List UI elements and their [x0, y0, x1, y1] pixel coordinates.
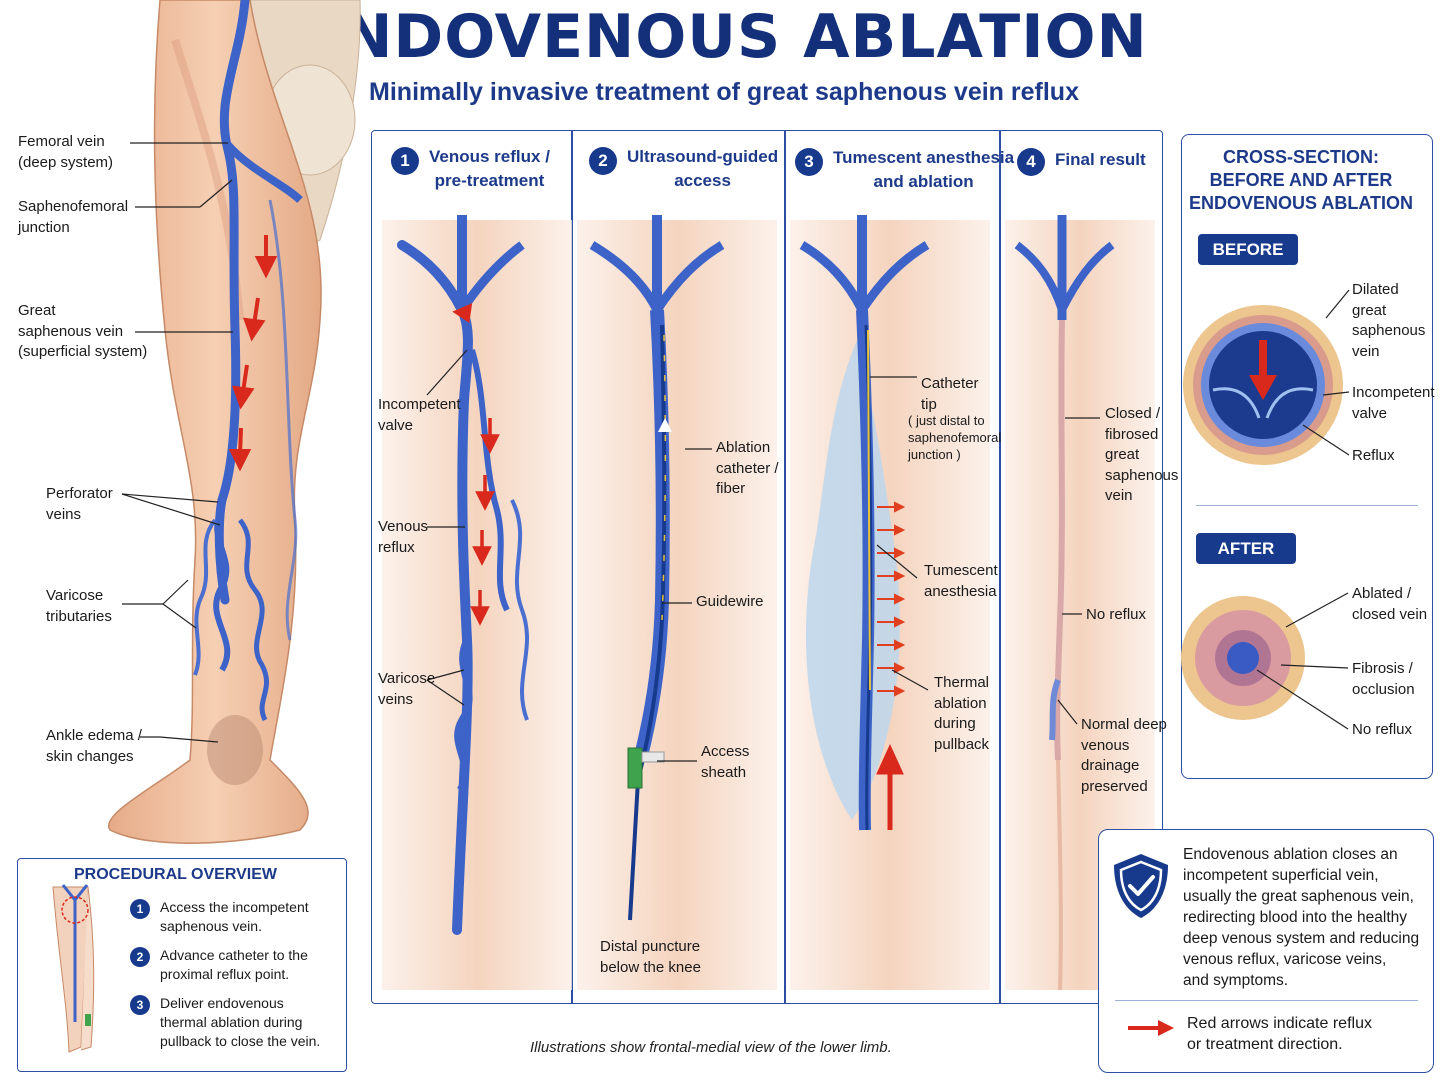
step-3-number: 3	[795, 148, 823, 176]
step-1-number: 1	[391, 147, 419, 175]
info-text: Endovenous ablation closes an incompeten…	[1183, 846, 1420, 989]
cross-section-separator	[1196, 505, 1418, 506]
step-3-header: 3 Tumescent anesthesia and ablation	[795, 146, 1014, 194]
overview-item-2-number: 2	[130, 947, 150, 967]
step-2-number: 2	[589, 147, 617, 175]
p1-label-varicose: Varicose veins	[378, 670, 436, 708]
cross-section-illustration	[1181, 289, 1350, 730]
label-ankle-edema: Ankle edema / skin changes	[46, 727, 142, 765]
overview-item-1-text: Access the incompetent saphenous vein.	[160, 899, 309, 934]
overview-item-2: 2 Advance catheter to the proximal reflu…	[130, 946, 308, 984]
p4-label-normal: Normal deep venous drainage preserved	[1081, 716, 1167, 795]
panel1-veins	[397, 215, 529, 935]
label-perforator-veins: Perforator veins	[46, 485, 113, 523]
p2-label-guidewire: Guidewire	[696, 593, 764, 610]
page-title: ENDOVENOUS ABLATION	[300, 2, 1148, 72]
p1-label-reflux: Venous reflux	[378, 518, 429, 556]
panel4-veins	[1014, 215, 1115, 991]
cs-label-noreflux: No reflux	[1352, 721, 1413, 738]
leg-illustration	[107, 0, 361, 844]
cs-label-reflux: Reflux	[1352, 447, 1395, 464]
p4-label-noreflux: No reflux	[1086, 606, 1147, 623]
p3-label-tip-note: ( just distal to saphenofemoral junction…	[908, 413, 1002, 462]
step-1-title: Venous reflux / pre-treatment	[429, 147, 550, 190]
overview-item-3-text: Deliver endovenous thermal ablation duri…	[160, 995, 321, 1049]
overview-item-1: 1 Access the incompetent saphenous vein.	[130, 898, 309, 936]
step-4-header: 4 Final result	[1017, 146, 1146, 176]
red-arrow-icon	[1128, 1020, 1174, 1036]
overview-item-3: 3 Deliver endovenous thermal ablation du…	[130, 994, 320, 1051]
before-tag: BEFORE	[1198, 234, 1298, 265]
info-separator	[1115, 1000, 1418, 1001]
cross-section-title: CROSS-SECTION: BEFORE AND AFTER ENDOVENO…	[1188, 147, 1413, 213]
overview-title: PROCEDURAL OVERVIEW	[74, 866, 277, 883]
p2-label-catheter: Ablation catheter / fiber	[716, 439, 779, 497]
panel2-veins	[589, 215, 725, 921]
label-saphenofemoral-junction: Saphenofemoral junction	[18, 198, 129, 236]
overview-leg-icon	[52, 884, 95, 1053]
p3-label-tumescent: Tumescent anesthesia	[924, 562, 998, 600]
cs-label-dilated: Dilated great saphenous vein	[1352, 281, 1426, 360]
panel-divider	[999, 131, 1001, 1003]
label-femoral-vein: Femoral vein (deep system)	[18, 133, 114, 171]
cs-label-ablated: Ablated / closed vein	[1352, 585, 1428, 623]
label-great-saphenous-vein: Great saphenous vein (superficial system…	[18, 302, 148, 360]
p3-label-tip: Catheter tip	[921, 375, 979, 413]
panel-divider	[784, 131, 786, 1003]
step-2-header: 2 Ultrasound-guided access	[589, 145, 778, 193]
p2-label-puncture: Distal puncture below the knee	[600, 938, 701, 976]
after-tag: AFTER	[1196, 533, 1296, 564]
p2-label-sheath: Access sheath	[701, 743, 750, 781]
p1-label-valve: Incompetent valve	[378, 396, 461, 434]
overview-item-1-number: 1	[130, 899, 150, 919]
label-varicose-tributaries: Varicose tributaries	[46, 587, 112, 625]
step-4-number: 4	[1017, 148, 1045, 176]
cs-label-fibrosis: Fibrosis / occlusion	[1352, 660, 1415, 698]
step-illustrations	[382, 215, 1155, 991]
panel3-veins	[799, 215, 930, 831]
overview-item-3-number: 3	[130, 995, 150, 1015]
cs-label-valve: Incompetent valve	[1352, 384, 1435, 422]
shield-icon	[1114, 854, 1168, 918]
p3-label-thermal: Thermal ablation during pullback	[934, 674, 990, 753]
page-subtitle: Minimally invasive treatment of great sa…	[369, 78, 1079, 106]
p4-label-closed: Closed / fibrosed great saphenous vein	[1105, 405, 1179, 504]
step-4-title: Final result	[1055, 150, 1146, 169]
step-2-title: Ultrasound-guided access	[627, 147, 779, 190]
step-1-header: 1 Venous reflux / pre-treatment	[391, 145, 550, 193]
legend-text: Red arrows indicate reflux or treatment …	[1187, 1015, 1372, 1053]
steps-panel-frame	[371, 130, 1163, 1004]
overview-item-2-text: Advance catheter to the proximal reflux …	[160, 947, 308, 982]
step-3-title: Tumescent anesthesia and ablation	[833, 148, 1015, 191]
footer-note: Illustrations show frontal-medial view o…	[530, 1039, 892, 1056]
